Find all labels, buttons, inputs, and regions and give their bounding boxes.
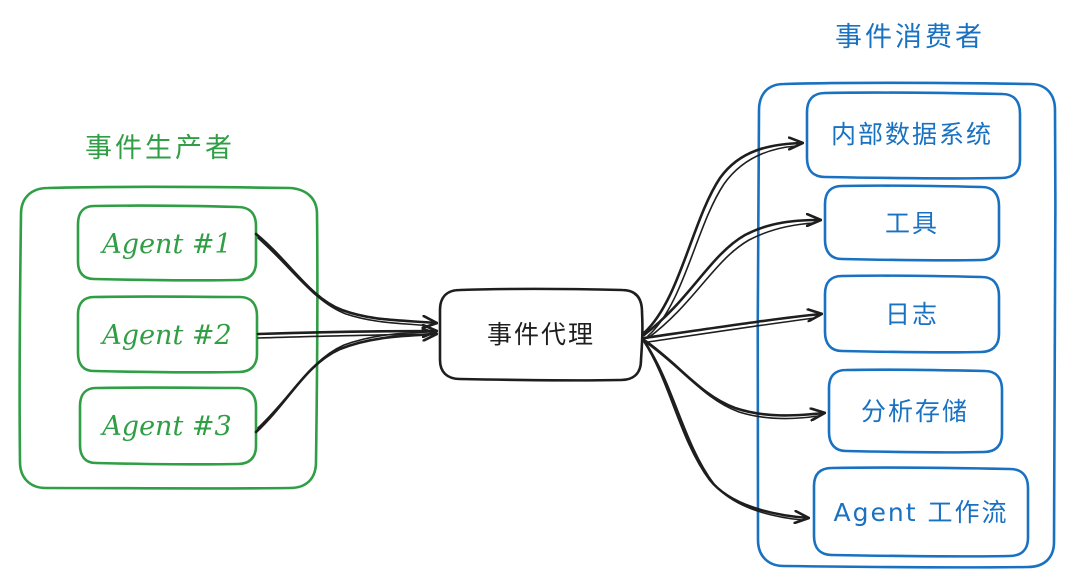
producer-node-3-label: Agent #3 bbox=[99, 411, 231, 442]
arrow-broker-to-consumer-3-sketch bbox=[647, 317, 816, 343]
arrow-broker-to-consumer-5-sketch bbox=[646, 344, 803, 521]
consumer-node-2[interactable]: 工具 bbox=[823, 184, 1001, 262]
consumer-node-1[interactable]: 内部数据系统 bbox=[805, 91, 1022, 180]
arrow-producer-1-to-broker-sketch bbox=[257, 237, 431, 327]
consumer-node-5-label: Agent 工作流 bbox=[834, 498, 1009, 527]
consumer-node-5-box bbox=[812, 466, 1030, 558]
broker-box bbox=[438, 287, 644, 382]
producer-node-1-label: Agent #1 bbox=[99, 229, 231, 260]
arrow-broker-to-consumer-4 bbox=[642, 338, 824, 415]
arrow-broker-to-consumer-1-sketch bbox=[647, 145, 797, 337]
arrow-producer-2-to-broker bbox=[256, 331, 436, 334]
arrow-producer-3-to-broker bbox=[254, 334, 436, 434]
arrow-producer-3-to-broker-sketch bbox=[257, 331, 431, 429]
consumer-node-4-label: 分析存储 bbox=[861, 397, 969, 426]
producers-group: 事件生产者 bbox=[18, 133, 319, 490]
broker-label: 事件代理 bbox=[487, 320, 595, 349]
consumer-node-1-box bbox=[805, 91, 1022, 180]
consumers-container bbox=[756, 81, 1057, 569]
consumers-group: 事件消费者 bbox=[756, 22, 1057, 569]
consumer-arrows bbox=[642, 143, 824, 521]
arrow-broker-to-consumer-2 bbox=[642, 220, 820, 337]
consumers-title: 事件消费者 bbox=[835, 22, 985, 53]
arrow-broker-to-consumer-3 bbox=[642, 314, 821, 340]
consumer-node-3-label: 日志 bbox=[885, 300, 939, 329]
arrow-producer-1-to-broker bbox=[254, 232, 436, 323]
arrow-broker-to-consumer-5 bbox=[642, 339, 808, 518]
consumer-node-4-box bbox=[827, 368, 1004, 454]
producers-title: 事件生产者 bbox=[85, 133, 235, 164]
producer-node-2-box bbox=[76, 295, 259, 374]
arrow-broker-to-consumer-2-sketch bbox=[647, 222, 815, 339]
producer-arrows bbox=[254, 232, 436, 434]
consumer-node-4[interactable]: 分析存储 bbox=[827, 368, 1004, 454]
producer-node-2[interactable]: Agent #2 bbox=[76, 295, 259, 374]
producer-node-1[interactable]: Agent #1 bbox=[76, 204, 258, 282]
arrow-broker-to-consumer-1 bbox=[642, 143, 802, 335]
consumer-node-2-box bbox=[823, 184, 1001, 262]
consumer-node-5[interactable]: Agent 工作流 bbox=[812, 466, 1030, 558]
producer-node-3[interactable]: Agent #3 bbox=[78, 386, 258, 466]
producer-node-2-label: Agent #2 bbox=[99, 320, 231, 351]
consumer-node-1-label: 内部数据系统 bbox=[831, 120, 993, 149]
producer-node-3-box bbox=[78, 386, 258, 466]
consumer-node-3[interactable]: 日志 bbox=[823, 274, 1001, 354]
producer-node-1-box bbox=[76, 204, 258, 282]
producers-container bbox=[18, 185, 319, 490]
arrow-broker-to-consumer-4-sketch bbox=[647, 343, 819, 420]
consumer-node-2-label: 工具 bbox=[885, 209, 939, 238]
consumer-node-3-box bbox=[823, 274, 1001, 354]
broker-node[interactable]: 事件代理 bbox=[438, 287, 644, 382]
